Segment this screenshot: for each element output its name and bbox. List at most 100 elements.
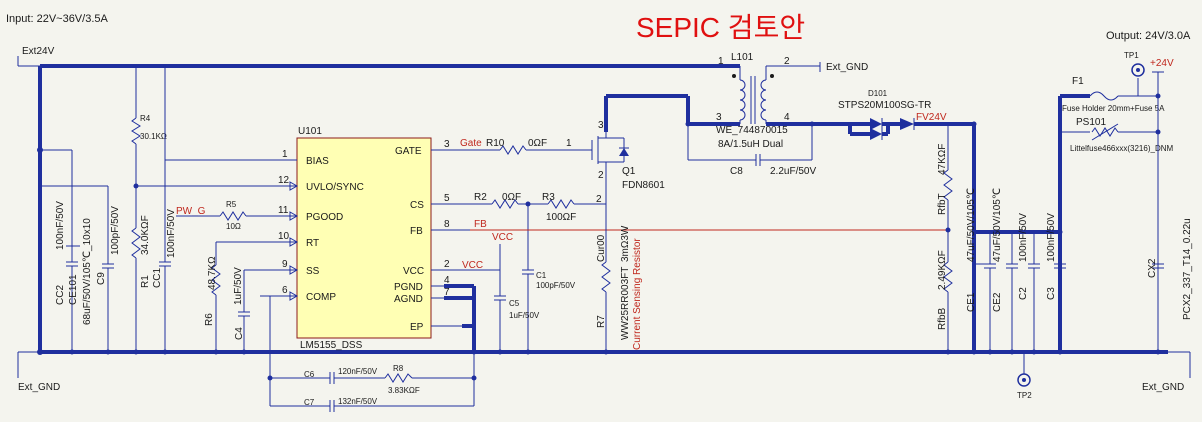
q1-ref: Q1	[622, 166, 636, 177]
r8-value: 3.83KΩF	[388, 386, 420, 395]
c2-value: 100nF/50V	[1018, 213, 1029, 262]
ic-pin-vcc: VCC	[403, 266, 424, 277]
ic-pin-3-num: 3	[444, 139, 450, 150]
cap-cx2	[1152, 263, 1164, 269]
ic-pin-9-num: 9	[282, 259, 288, 270]
ps101-ref: PS101	[1076, 117, 1106, 128]
cap-c8	[687, 124, 813, 166]
csr-note: Current Sensing Resistor	[632, 238, 643, 350]
net-vcc-2: VCC	[462, 260, 483, 271]
cap-cc2	[40, 149, 78, 352]
cap-cc1	[159, 66, 171, 352]
q1-gate-pin: 1	[566, 138, 572, 149]
resistor-r2	[491, 199, 548, 209]
ce1-value: 47uF/50V/105℃	[966, 188, 977, 262]
l101-rating: 8A/1.5uH Dual	[718, 139, 783, 150]
coupled-inductor-l101	[725, 64, 850, 126]
ic-pin-ss: SS	[306, 266, 320, 277]
resistor-r4	[131, 66, 141, 228]
q1-value: FDN8601	[622, 180, 665, 191]
r4-ref: R4	[140, 114, 151, 123]
cx2-value: PCX2_337_T14_0.22u	[1182, 218, 1193, 320]
c1-ref: C1	[536, 271, 547, 280]
l101-pin1: 1	[718, 56, 724, 67]
ic-pin-cs: CS	[410, 200, 424, 211]
cc2-ref: CC2	[55, 285, 66, 305]
c8-ref: C8	[730, 166, 743, 177]
r3-ref: R3	[542, 192, 555, 203]
cap-c5	[494, 270, 506, 352]
ic-ref: U101	[298, 126, 322, 137]
resistor-cur00-r7	[601, 204, 611, 352]
r3-value: 100ΩF	[546, 212, 576, 223]
q1-drain-pin: 3	[598, 120, 604, 131]
resistor-r3	[547, 199, 606, 209]
r7-ref: R7	[596, 315, 607, 328]
ce2-value: 47uF/50V/105℃	[992, 188, 1003, 262]
r6-ref: R6	[204, 313, 215, 326]
net-ext24v: Ext24V	[22, 46, 55, 57]
c2-ref: C2	[1018, 287, 1029, 300]
f1-value: Fuse Holder 20mm+Fuse 5A	[1062, 104, 1165, 113]
cap-c9	[40, 185, 114, 352]
ptc-ps101	[1091, 123, 1158, 141]
c7-ref: C7	[304, 398, 315, 407]
r1-value: 34.0KΩF	[140, 215, 151, 255]
r6-value: 48.7KΩ	[207, 256, 218, 290]
l101-pin3: 3	[716, 112, 722, 123]
resistor-r10	[499, 145, 592, 155]
input-spec: Input: 22V~36V/3.5A	[6, 13, 108, 25]
c9-ref: C9	[96, 272, 107, 285]
ce1-ref: CE1	[966, 292, 977, 312]
cap-c2	[1028, 232, 1040, 352]
ic-pin-10-num: 10	[278, 231, 290, 242]
c3-ref: C3	[1046, 287, 1057, 300]
l101-pin4: 4	[784, 112, 790, 123]
ic-pin-fb: FB	[410, 226, 423, 237]
c5-ref: C5	[509, 299, 520, 308]
rfbt-value: 47KΩF	[937, 144, 948, 175]
cc2-value: 100nF/50V	[55, 201, 66, 250]
ic-pin-4-num: 4	[444, 275, 450, 286]
cap-ce101	[66, 245, 80, 247]
net-fv24v: FV24V	[916, 112, 947, 123]
net-gate: Gate	[460, 138, 482, 149]
cx2-ref: CX2	[1147, 258, 1158, 278]
cap-c3	[1054, 263, 1066, 269]
ic-pin-1-num: 1	[282, 149, 288, 160]
cc1-value: 100nF/50V	[166, 209, 177, 258]
c6-ref: C6	[304, 370, 315, 379]
cap-c4	[238, 270, 250, 352]
schematic-title: SEPIC 검토안	[636, 12, 805, 43]
ic-pin-2-num: 2	[444, 259, 450, 270]
rfbb-ref: RfbB	[937, 307, 948, 330]
tp1-ref: TP1	[1124, 51, 1139, 60]
ic-part: LM5155_DSS	[300, 340, 363, 351]
d101-value: STPS20M100SG-TR	[838, 100, 931, 111]
net-ext-gnd-left: Ext_GND	[18, 382, 60, 393]
r5-ref: R5	[226, 200, 237, 209]
q1-source-pin: 2	[598, 170, 604, 181]
ic-pin-rt: RT	[306, 238, 319, 249]
cap-ce1	[974, 232, 996, 352]
ic-pin-ep: EP	[410, 322, 424, 333]
ce101-value: 68uF/50V/105℃_10x10	[82, 218, 93, 325]
ic-pin-pgood: PGOOD	[306, 212, 343, 223]
c3-value: 100nF/50V	[1046, 213, 1057, 262]
net-ext-gnd-top: Ext_GND	[826, 62, 868, 73]
d101-ref: D101	[868, 89, 888, 98]
c8-value: 2.2uF/50V	[770, 166, 816, 177]
c7-value: 132nF/50V	[338, 397, 378, 406]
ic-pin-gate: GATE	[395, 146, 422, 157]
ic-pin-comp: COMP	[306, 292, 336, 303]
ic-pin-12-num: 12	[278, 175, 290, 186]
resistor-rfbb	[943, 261, 953, 352]
resistor-r1	[131, 227, 141, 352]
c5-value: 1uF/50V	[509, 311, 540, 320]
ps101-value: Littelfuse466xxx(3216)_DNM	[1070, 144, 1173, 153]
cur00-ref: Cur00	[596, 234, 607, 262]
net-ext-gnd-right: Ext_GND	[1142, 382, 1184, 393]
c4-ref: C4	[234, 327, 245, 340]
r10-value: 0ΩF	[528, 138, 547, 149]
